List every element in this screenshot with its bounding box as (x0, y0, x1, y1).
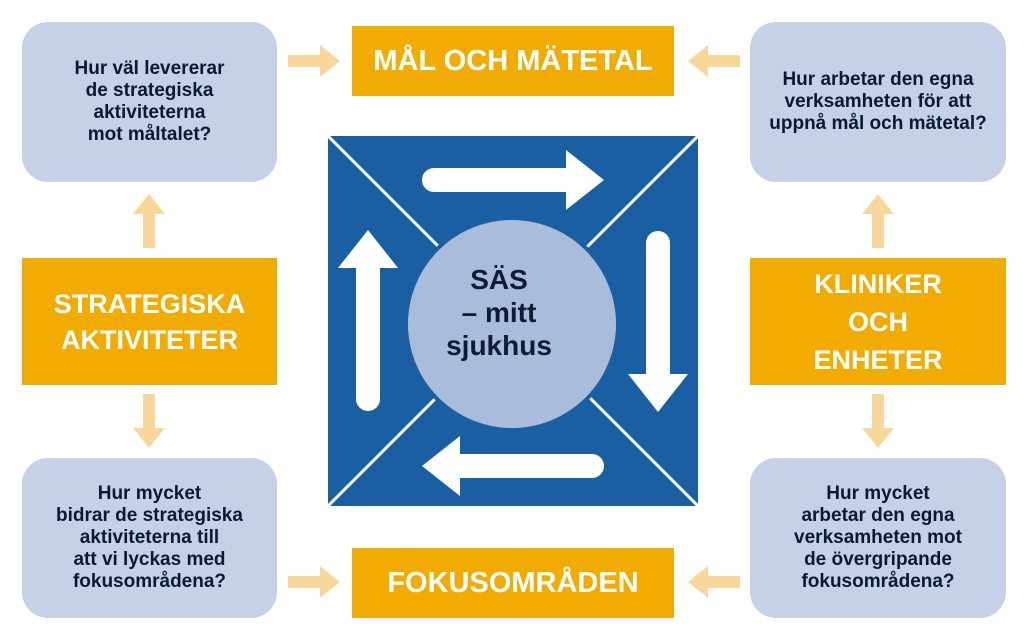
cycle-arrow-up-icon (338, 230, 398, 411)
arrow-up-icon (862, 194, 894, 248)
cycle-arrow-down-icon (628, 231, 688, 412)
question-box-bottom-right: Hur mycket arbetar den egna verksamheten… (750, 458, 1006, 618)
goals-box: MÅL OCH MÄTETAL (352, 26, 674, 96)
clinics-units-label: KLINIKER OCH ENHETER (813, 268, 943, 375)
arrow-left-icon (688, 566, 740, 598)
cycle-hub (328, 136, 698, 506)
cycle-arrow-left-icon (422, 436, 604, 496)
question-text-top-left: Hur väl levererar de strategiska aktivit… (74, 58, 225, 145)
question-box-bottom-left: Hur mycket bidrar de strategiska aktivit… (22, 458, 277, 618)
arrow-down-icon (133, 394, 165, 448)
focus-areas-box: FOKUSOMRÅDEN (352, 548, 674, 618)
cycle-arrow-right-icon (422, 150, 604, 210)
question-text-bottom-right: Hur mycket arbetar den egna verksamheten… (794, 483, 962, 592)
arrow-up-icon (133, 194, 165, 248)
goals-label: MÅL OCH MÄTETAL (373, 44, 653, 77)
hub-label: SÄS – mitt sjukhus (408, 247, 590, 377)
focus-areas-label: FOKUSOMRÅDEN (387, 566, 639, 599)
clinics-units-box: KLINIKER OCH ENHETER (750, 258, 1006, 385)
arrow-right-icon (288, 45, 340, 77)
arrow-down-icon (862, 394, 894, 448)
strategic-activities-box: STRATEGISKA AKTIVITETER (22, 258, 277, 385)
arrow-right-icon (288, 566, 340, 598)
question-text-top-right: Hur arbetar den egna verksamheten för at… (769, 69, 987, 134)
arrow-left-icon (688, 45, 740, 77)
strategic-activities-label: STRATEGISKA AKTIVITETER (53, 288, 246, 355)
question-box-top-right: Hur arbetar den egna verksamheten för at… (750, 22, 1006, 182)
question-box-top-left: Hur väl levererar de strategiska aktivit… (22, 22, 277, 182)
hub-circle (404, 216, 620, 432)
question-text-bottom-left: Hur mycket bidrar de strategiska aktivit… (56, 483, 243, 592)
hub-label-text: SÄS – mitt sjukhus (446, 263, 552, 361)
